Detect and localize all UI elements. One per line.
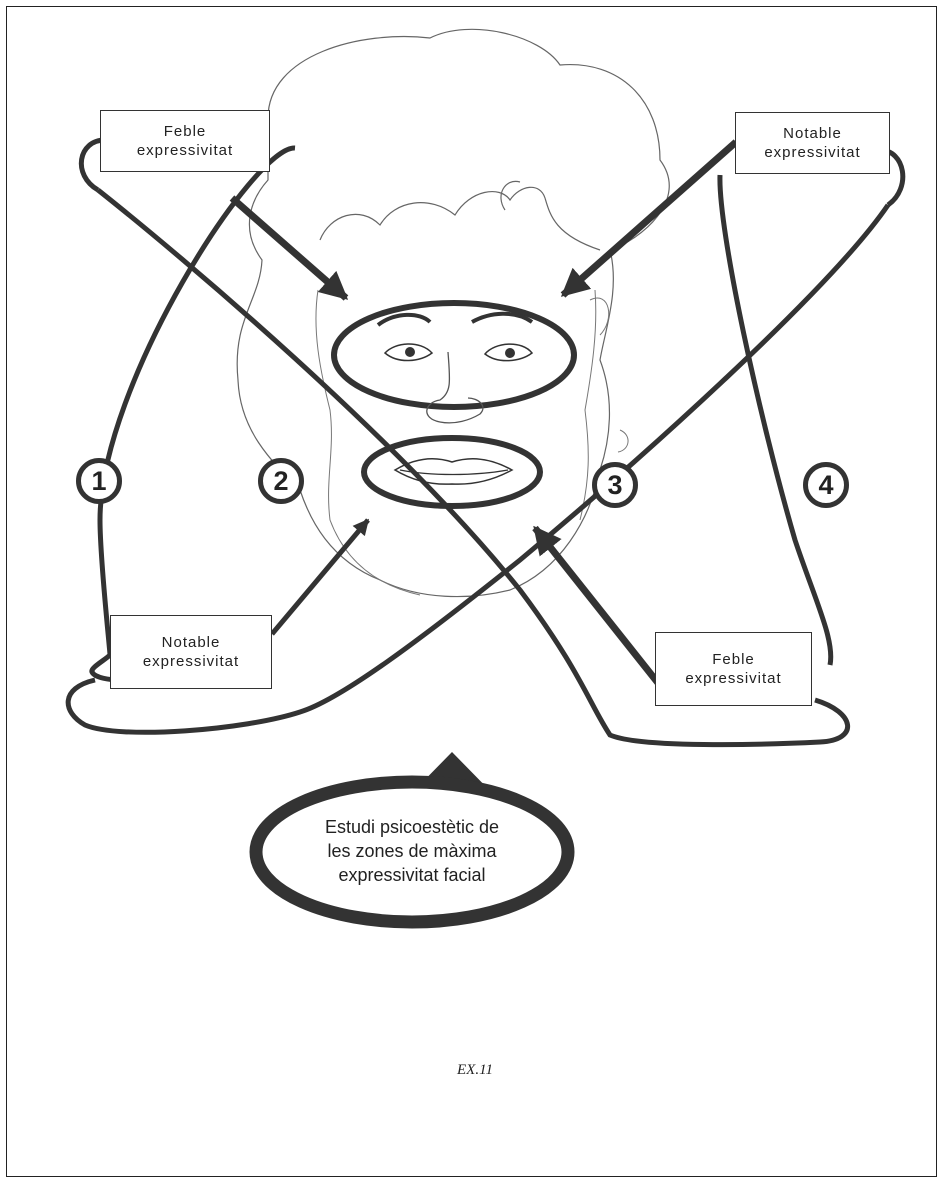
mouth-line bbox=[399, 469, 509, 476]
face-left-side bbox=[315, 289, 421, 596]
center-line3: expressivitat facial bbox=[338, 865, 486, 885]
ear-lobe-right bbox=[617, 429, 629, 453]
label-bottom-left-line2: expressivitat bbox=[142, 653, 240, 670]
eye-left bbox=[383, 343, 434, 362]
label-bottom-left: Notable expressivitat bbox=[110, 615, 272, 689]
center-line1: Estudi psicoestètic de bbox=[324, 817, 500, 837]
number-badge-2: 2 bbox=[258, 458, 304, 504]
face-right-side bbox=[579, 289, 597, 521]
center-ellipse bbox=[249, 775, 575, 929]
center-ellipse-text: Estudi psicoestètic de les zones de màxi… bbox=[290, 806, 534, 896]
label-top-left: Feble expressivitat bbox=[100, 110, 270, 172]
number-badge-1: 1 bbox=[76, 458, 122, 504]
arrow-top-left bbox=[229, 195, 349, 301]
pupil-left bbox=[405, 347, 415, 357]
label-bottom-left-line1: Notable bbox=[161, 634, 221, 651]
page-frame bbox=[6, 6, 937, 1177]
label-bottom-right: Feble expressivitat bbox=[655, 632, 812, 706]
eye-right bbox=[483, 343, 534, 362]
pupil-right bbox=[505, 348, 515, 358]
ear-right bbox=[589, 297, 610, 336]
hair-outline bbox=[236, 28, 670, 598]
arrow-top-right bbox=[560, 139, 739, 298]
connector-loop-1 bbox=[89, 145, 296, 683]
number-badge-4: 4 bbox=[803, 462, 849, 508]
label-bottom-right-line1: Feble bbox=[712, 651, 755, 668]
mouth bbox=[393, 458, 514, 485]
number-badge-3: 3 bbox=[592, 462, 638, 508]
connector-cross-b bbox=[65, 203, 891, 735]
eyebrow-left bbox=[376, 312, 432, 327]
connector-loop-1b bbox=[78, 137, 106, 193]
label-top-right-line2: expressivitat bbox=[764, 144, 861, 161]
label-top-left-line2: expressivitat bbox=[136, 142, 234, 159]
connector-cross-a bbox=[96, 188, 851, 748]
label-top-right-line1: Notable bbox=[783, 125, 842, 142]
center-line2: les zones de màxima bbox=[327, 841, 497, 861]
mouth-zone-ellipse bbox=[361, 435, 543, 509]
hair-curl bbox=[319, 186, 601, 251]
eyebrow-right bbox=[471, 311, 534, 324]
label-top-left-line1: Feble bbox=[163, 123, 207, 140]
nose bbox=[426, 351, 484, 424]
connector-loop-4 bbox=[717, 147, 906, 666]
hair-lock bbox=[500, 180, 521, 211]
arrow-bottom-left bbox=[270, 518, 370, 636]
figure-caption: EX.11 bbox=[457, 1062, 493, 1078]
label-bottom-right-line2: expressivitat bbox=[685, 670, 782, 687]
eyes-zone-ellipse bbox=[331, 300, 577, 410]
label-top-right: Notable expressivitat bbox=[735, 112, 890, 174]
arrow-bottom-right bbox=[532, 525, 665, 691]
